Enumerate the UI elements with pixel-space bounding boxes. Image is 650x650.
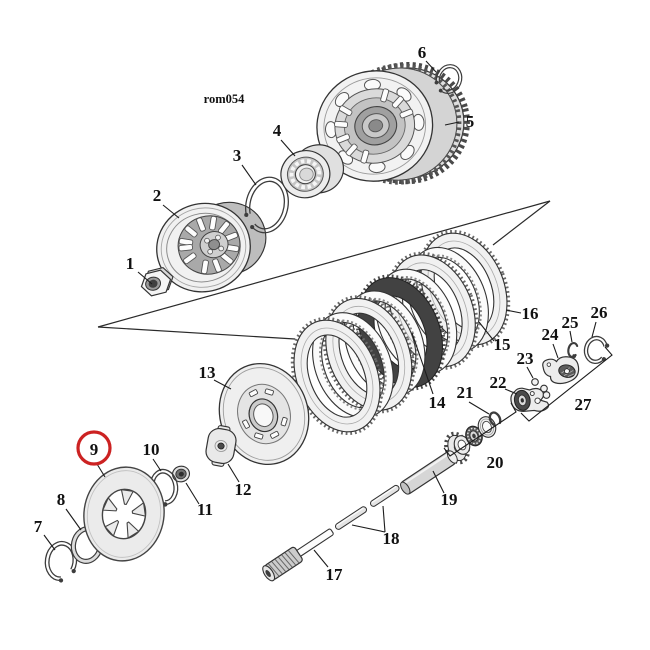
part-label-11: 11: [197, 500, 213, 519]
highlight-circle: [76, 430, 112, 466]
part-label-18: 18: [383, 529, 400, 548]
part-1-nut: [140, 266, 174, 297]
part-label-14: 14: [429, 393, 447, 412]
part-label-8: 8: [57, 490, 66, 509]
part-25-clip: [567, 342, 579, 358]
part-label-9: 9: [90, 440, 99, 459]
part-21-clip: [488, 411, 502, 427]
part-label-23: 23: [517, 349, 534, 368]
part-label-1: 1: [126, 254, 135, 273]
part-4-bearing: [280, 144, 345, 199]
part-label-10: 10: [143, 440, 160, 459]
part-label-26: 26: [591, 303, 608, 322]
part-label-22: 22: [490, 373, 507, 392]
part-label-3: 3: [233, 146, 242, 165]
part-26-snap-ring: [583, 335, 610, 364]
part-label-17: 17: [326, 565, 344, 584]
part-5-clutch-shell: [316, 61, 470, 185]
part-12-release-plate: [205, 425, 237, 467]
part-label-16: 16: [522, 304, 539, 323]
part-label-25: 25: [562, 313, 579, 332]
part-label-19: 19: [441, 490, 458, 509]
part-label-12: 12: [235, 480, 252, 499]
part-label-20: 20: [487, 453, 504, 472]
part-19-pushrod-tube: [400, 450, 458, 495]
panel-outline: [97, 200, 551, 340]
diagram-code: rom054: [204, 92, 245, 106]
part-2-clutch-hub: [156, 201, 267, 293]
part-11-adjuster-nut: [171, 465, 191, 483]
clutch-plate-stack: [290, 229, 511, 436]
part-label-7: 7: [34, 517, 43, 536]
part-6-snap-ring: [434, 64, 463, 94]
part-17-adjuster-screw: [262, 528, 334, 582]
part-23-balls: [531, 378, 551, 399]
part-label-5: 5: [466, 112, 475, 131]
part-label-13: 13: [199, 363, 216, 382]
part-9-diaphragm-spring: [83, 466, 165, 562]
part-18-pushrods: [335, 484, 400, 530]
part-label-2: 2: [153, 186, 162, 205]
part-24-ramp-plate: [542, 356, 580, 385]
leader-lines: [43, 60, 613, 568]
part-label-15: 15: [494, 335, 511, 354]
part-label-4: 4: [273, 121, 282, 140]
part-labels: rom054 1 2 3 4 5 6 7 8 9 10 11 12 13 14 …: [34, 43, 608, 584]
part-13-pressure-plate: [218, 362, 310, 466]
part-label-6: 6: [418, 43, 427, 62]
part-label-27: 27: [575, 395, 593, 414]
part-label-24: 24: [542, 325, 560, 344]
part-label-21: 21: [457, 383, 474, 402]
